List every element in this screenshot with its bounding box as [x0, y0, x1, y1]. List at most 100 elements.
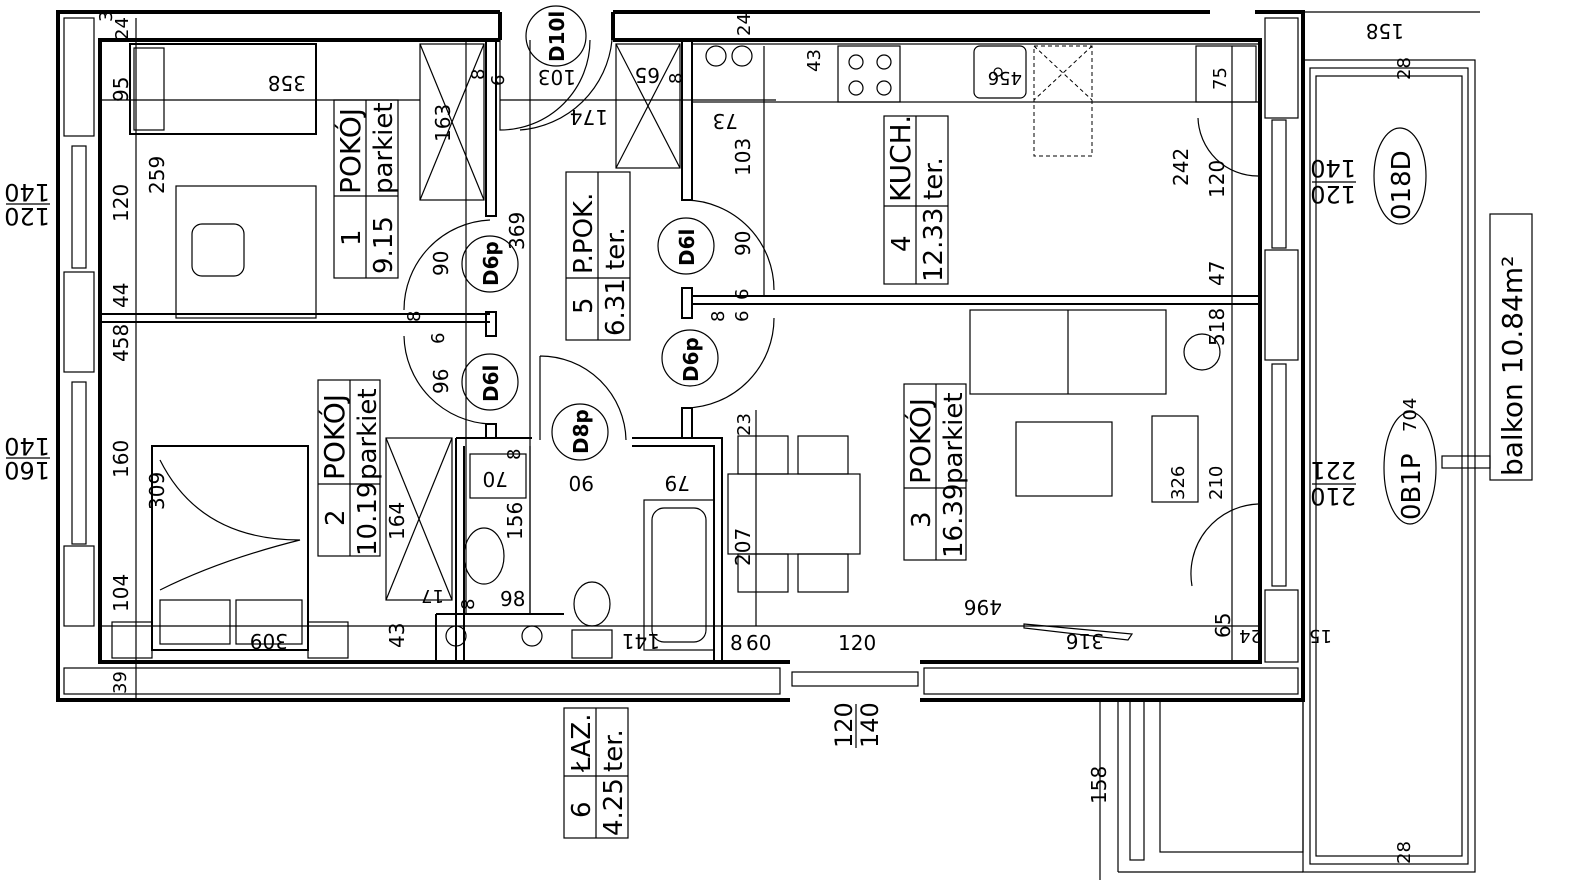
- door-tag-6: D8p: [569, 409, 593, 454]
- room-3-floor: parkiet: [939, 392, 969, 484]
- dim-3: 3: [96, 11, 117, 22]
- dim-158-a: 158: [1366, 19, 1404, 43]
- room-5-number: 5: [569, 297, 599, 314]
- dim-259: 259: [145, 156, 169, 194]
- window-code-0b1p: 0B1P: [1397, 453, 1427, 520]
- dim-6-a: 6: [488, 75, 509, 86]
- dim-164: 164: [385, 502, 409, 540]
- dim-39: 39: [110, 671, 131, 694]
- dim-8-f: 8: [404, 311, 425, 322]
- dim-8-c: 8: [504, 449, 525, 460]
- dim-207: 207: [731, 528, 755, 566]
- room-2-area: 10.19: [353, 482, 383, 556]
- dim-90-a: 90: [429, 251, 453, 276]
- room-4-name: KUCH.: [884, 115, 917, 202]
- door-tag-1: D10l: [545, 11, 569, 62]
- room-5-area: 6.31: [601, 278, 631, 336]
- room-label-5: P.POK. ter. 5 6.31: [565, 171, 631, 341]
- exterior-walls: [56, 10, 1305, 702]
- dim-65-a: 65: [635, 63, 660, 87]
- room-1-name: POKÓJ: [333, 108, 367, 194]
- win-dim-right1-bottom: 120: [1310, 180, 1356, 208]
- win-dim-left1-top: 140: [4, 178, 50, 206]
- room-1-floor: parkiet: [369, 102, 399, 194]
- win-dim-right1-top: 140: [1310, 154, 1356, 182]
- dim-43-b: 43: [385, 623, 409, 648]
- room-1-number: 1: [337, 229, 367, 246]
- dim-120-a: 120: [109, 184, 133, 222]
- room-label-2: POKÓJ parkiet 2 10.19: [317, 379, 383, 557]
- dim-70: 70: [483, 467, 508, 491]
- dim-210: 210: [1206, 466, 1227, 500]
- dim-309-a: 309: [145, 472, 169, 510]
- dim-6-d: 6: [732, 311, 753, 322]
- room-3-number: 3: [907, 511, 937, 528]
- dim-65-b: 65: [1211, 613, 1235, 638]
- dim-98: 98: [500, 587, 525, 611]
- window-dimension-labels: 140 120 140 160 140 120 221 210 120 140: [4, 154, 1356, 748]
- room-label-1: POKÓJ parkiet 1 9.15: [333, 99, 399, 279]
- win-dim-bottom-bottom: 140: [856, 702, 884, 748]
- room-3-area: 16.39: [939, 484, 969, 558]
- dim-8-d: 8: [458, 599, 479, 610]
- room-5-floor: ter.: [601, 227, 631, 270]
- dim-8-g: 8: [708, 311, 729, 322]
- dim-369: 369: [505, 212, 529, 250]
- door-tag-2: D6p: [479, 241, 503, 286]
- window-openings: [71, 119, 1287, 687]
- room-5-name: P.POK.: [569, 193, 599, 274]
- room-2-number: 2: [321, 509, 351, 526]
- dim-75: 75: [1210, 67, 1231, 90]
- dim-158-b: 158: [1087, 766, 1111, 804]
- win-dim-right2-bottom: 210: [1310, 482, 1356, 510]
- dim-160: 160: [109, 440, 133, 478]
- win-dim-bottom-top: 120: [830, 702, 858, 748]
- dim-518: 518: [1205, 308, 1229, 346]
- room-2-name: POKÓJ: [317, 394, 351, 480]
- dim-60: 60: [746, 631, 771, 655]
- furniture: [111, 43, 1261, 659]
- window-code-018d: 018D: [1387, 150, 1417, 220]
- dim-120-b: 120: [1205, 160, 1229, 198]
- dim-456: 456: [988, 67, 1022, 88]
- dim-174: 174: [570, 105, 608, 129]
- room-4-floor: ter.: [919, 157, 949, 200]
- dim-458: 458: [109, 324, 133, 362]
- door-tag-5: D6p: [679, 337, 703, 382]
- dim-90-b: 90: [731, 231, 755, 256]
- room-label-3: POKÓJ parkiet 3 16.39: [903, 383, 969, 561]
- dim-8-e: 8: [730, 631, 743, 655]
- dim-24-b: 24: [734, 13, 755, 36]
- dim-326: 326: [1168, 466, 1189, 500]
- doors: [403, 39, 1259, 587]
- dim-43-a: 43: [804, 49, 825, 72]
- room-label-6: ŁAZ. ter. 6 4.25: [563, 707, 629, 839]
- room-4-area: 12.33: [919, 208, 949, 282]
- dim-8-b: 8: [666, 73, 687, 84]
- dim-44: 44: [109, 283, 133, 308]
- win-dim-right2-top: 221: [1310, 456, 1356, 484]
- dim-28-a: 28: [1394, 57, 1415, 80]
- dim-242: 242: [1169, 148, 1193, 186]
- room-3-name: POKÓJ: [903, 398, 937, 484]
- dim-358: 358: [268, 71, 306, 95]
- dim-79: 79: [665, 471, 690, 495]
- dim-47: 47: [1205, 261, 1229, 286]
- dim-6-c: 6: [428, 333, 449, 344]
- dim-103-b: 103: [731, 138, 755, 176]
- dim-23: 23: [734, 413, 755, 436]
- dim-17: 17: [421, 585, 444, 606]
- dim-95: 95: [109, 77, 133, 102]
- win-dim-left2-top: 140: [4, 432, 50, 460]
- dim-163: 163: [431, 104, 455, 142]
- dim-496: 496: [964, 595, 1002, 619]
- room-6-name: ŁAZ.: [567, 714, 597, 773]
- door-tag-3: D6l: [479, 365, 503, 402]
- dim-90-c: 90: [569, 471, 594, 495]
- dim-104: 104: [109, 574, 133, 612]
- dim-15: 15: [1309, 625, 1332, 646]
- dim-28-b: 28: [1394, 841, 1415, 864]
- dim-8-a: 8: [468, 69, 489, 80]
- room-2-floor: parkiet: [353, 388, 383, 480]
- room-4-number: 4: [887, 235, 917, 252]
